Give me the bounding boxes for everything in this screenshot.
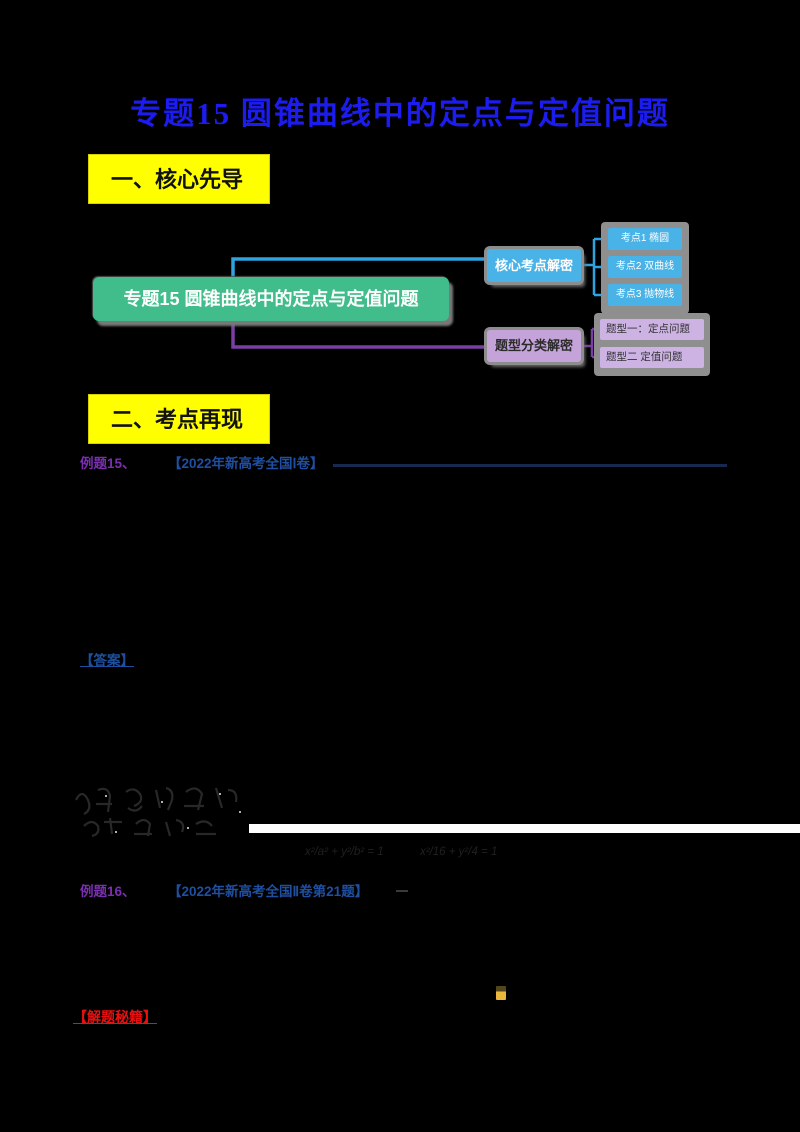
page-title: 专题15 圆锥曲线中的定点与定值问题 <box>130 96 670 131</box>
mindmap-root-node: 专题15 圆锥曲线中的定点与定值问题 <box>93 277 449 321</box>
problem-1-source: 【2022年新高考全国Ⅰ卷】 <box>168 456 324 471</box>
masked-problem-text-line <box>333 464 727 467</box>
faint-handwriting-traces <box>75 786 241 838</box>
mindmap-branch-core-points: 核心考点解密 <box>487 249 581 282</box>
masked-text-dash <box>396 890 408 892</box>
problem-2-number: 例题16、 <box>80 884 136 899</box>
red-heading: 【解题秘籍】 <box>73 1009 157 1025</box>
faint-formula-2: x²/16 + y²/4 = 1 <box>420 846 498 858</box>
yellow-speck-artifact <box>496 986 506 1000</box>
section-header-exam-review: 二、考点再现 <box>88 394 270 444</box>
problem-1-number: 例题15、 <box>80 456 136 471</box>
problem-2-source: 【2022年新高考全国Ⅱ卷第21题】 <box>168 884 369 899</box>
mindmap-leaf-fixed-point: 题型一：定点问题 <box>600 319 704 340</box>
mindmap-leaf-parabola: 考点3 抛物线 <box>608 284 682 306</box>
mindmap-leaf-ellipse: 考点1 椭圆 <box>608 228 682 250</box>
white-strip-artifact <box>249 824 800 833</box>
mindmap-branch-problem-types: 题型分类解密 <box>487 330 581 362</box>
answer-label: 【答案】 <box>80 653 134 668</box>
faint-formula-1: x²/a² + y²/b² = 1 <box>305 846 384 858</box>
section-header-core-guide: 一、核心先导 <box>88 154 270 204</box>
mindmap-leaf-hyperbola: 考点2 双曲线 <box>608 256 682 278</box>
mindmap-leaf-fixed-value: 题型二 定值问题 <box>600 347 704 368</box>
